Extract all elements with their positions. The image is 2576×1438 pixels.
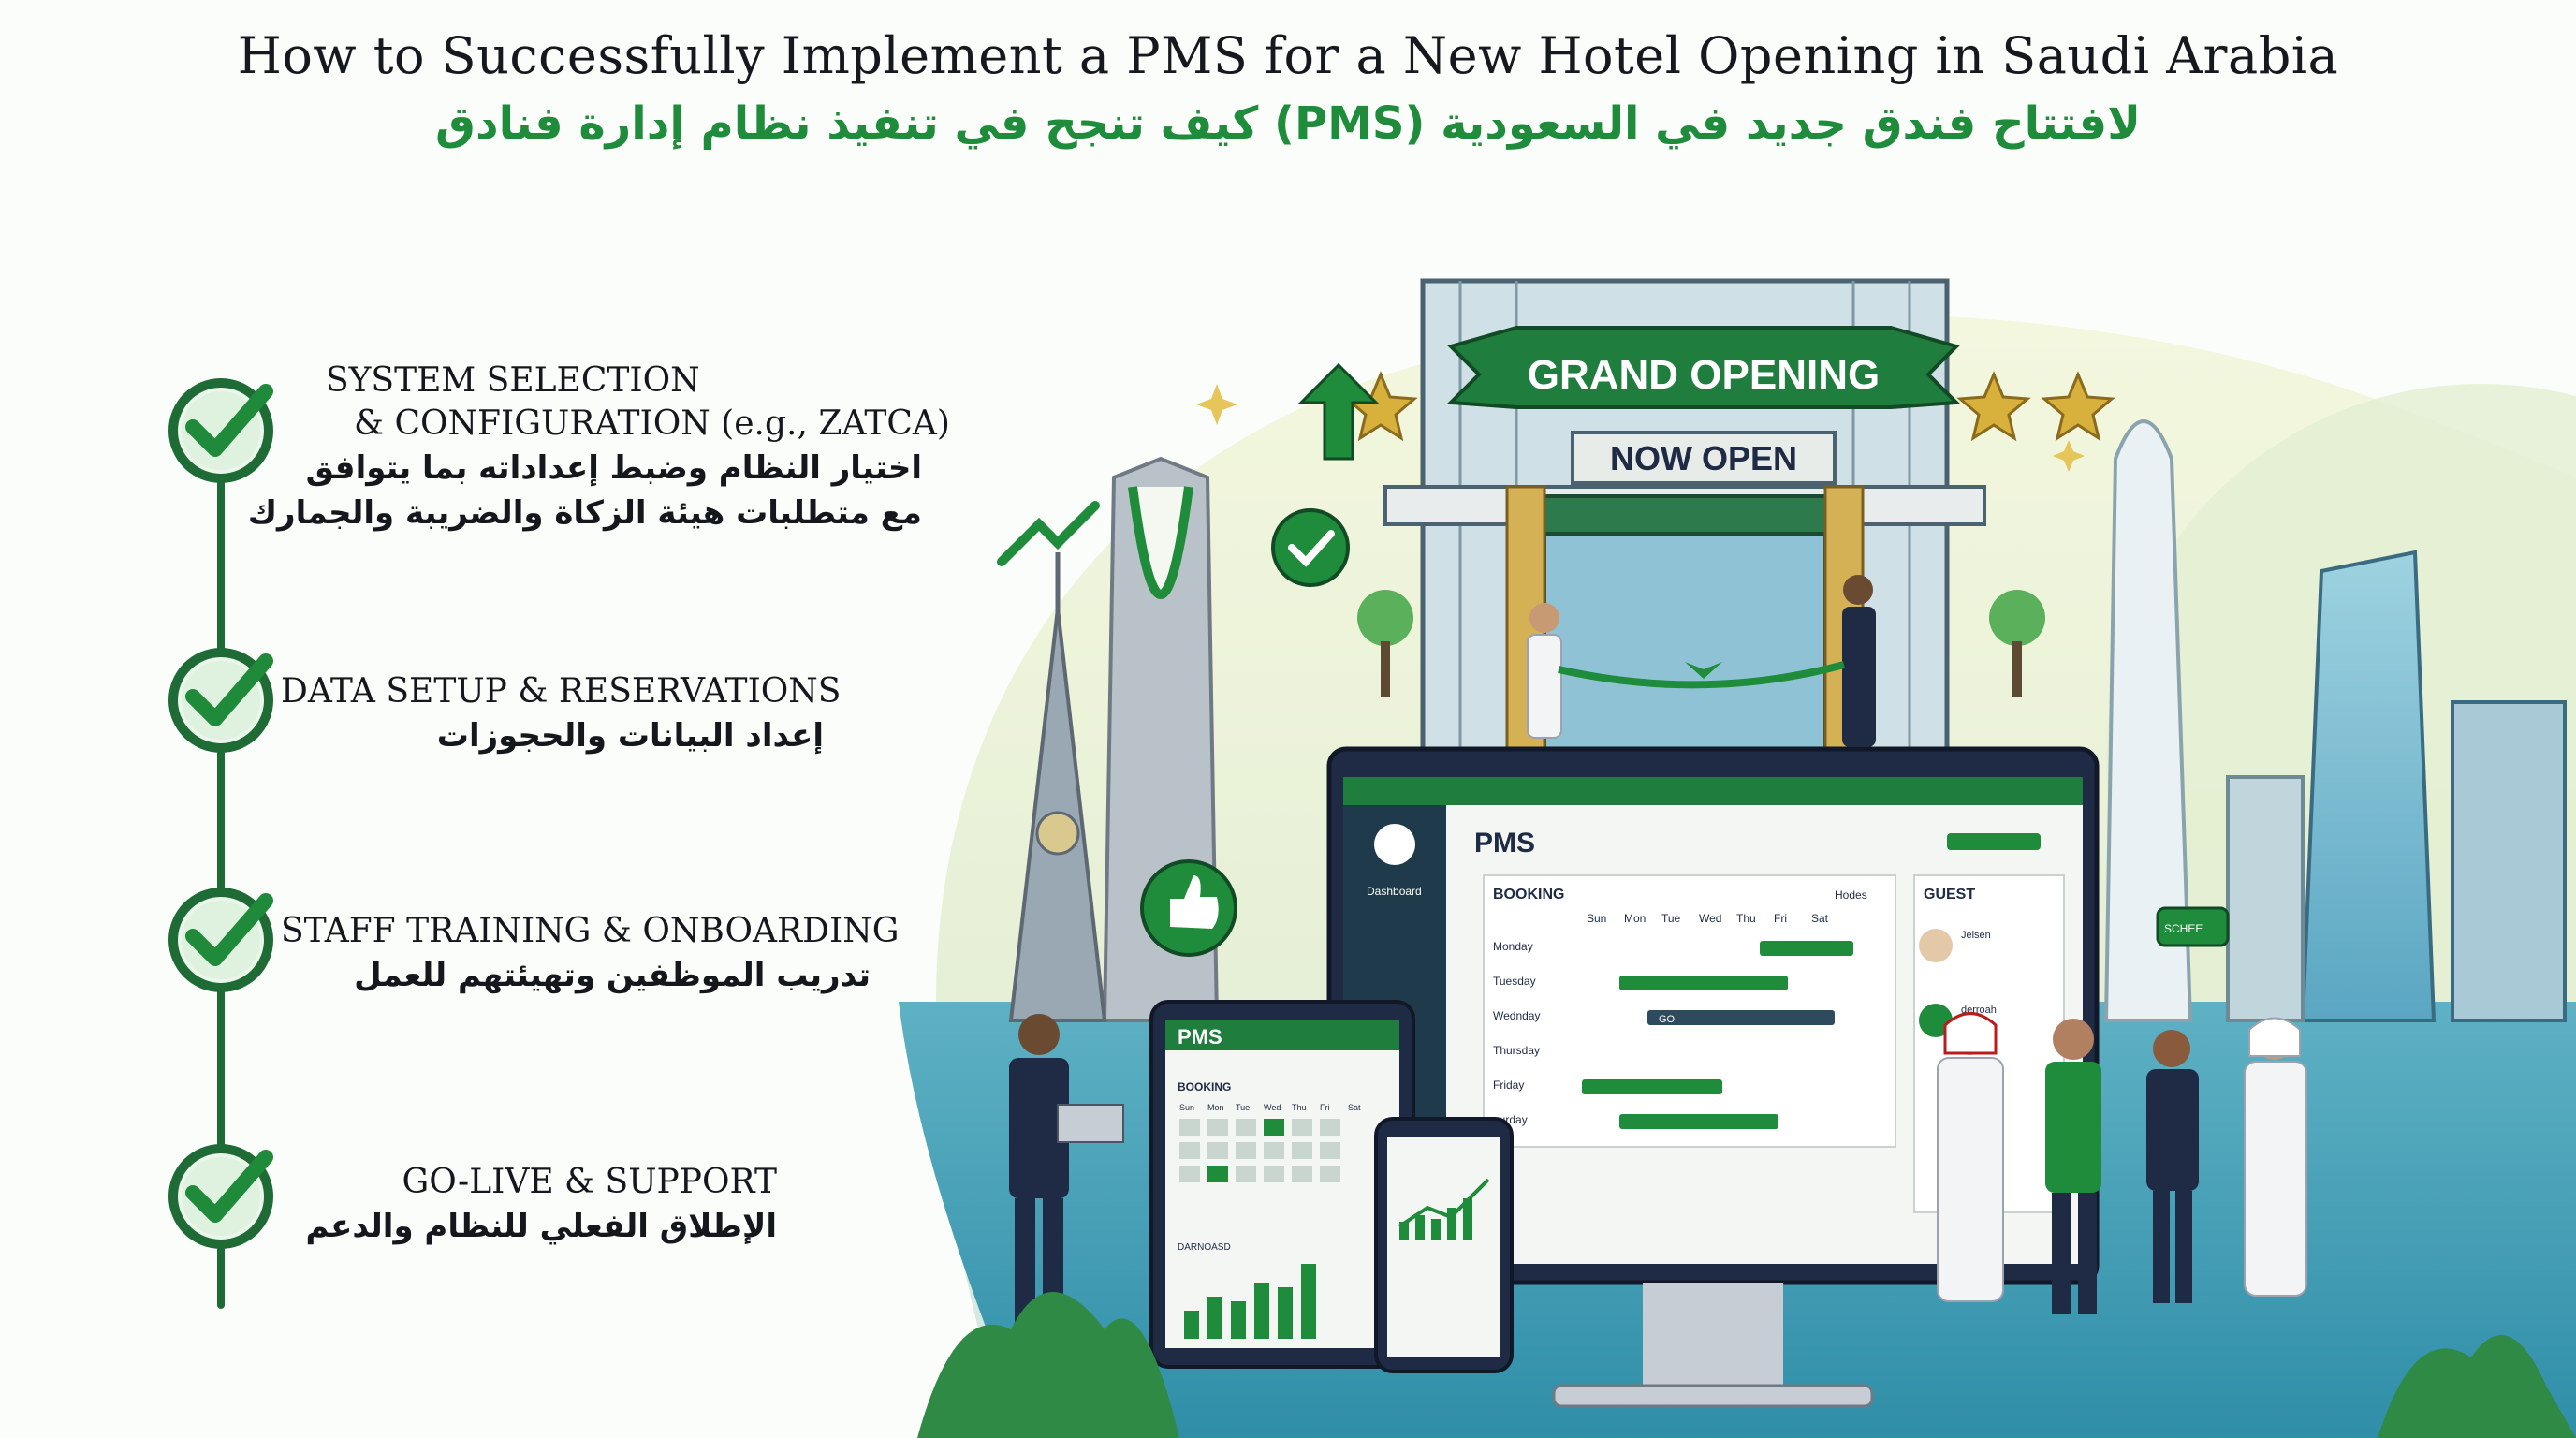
step-1-ar-line1: اختيار النظام وضبط إعداداته بما يتوافق — [305, 449, 922, 487]
svg-text:Thursday: Thursday — [1493, 1044, 1540, 1057]
booking-bar-label: GO — [1659, 1014, 1676, 1025]
guest-name: Jeisen — [1961, 930, 1991, 941]
svg-text:Sun: Sun — [1587, 912, 1606, 925]
step-1-en-line1: SYSTEM SELECTION — [326, 361, 700, 400]
monitor-row-labels: Monday Tuesday Wednday Thursday Friday a… — [1493, 940, 1540, 1126]
speech-bubble-text: SCHEE — [2164, 922, 2203, 935]
svg-text:Tuesday: Tuesday — [1493, 975, 1536, 988]
svg-text:Sun: Sun — [1179, 1103, 1194, 1112]
step-2-check-icon — [168, 648, 273, 753]
step-4-ar-line1: الإطلاق الفعلي للنظام والدعم — [305, 1208, 778, 1245]
svg-text:Fri: Fri — [1320, 1103, 1330, 1112]
monitor-days-header: Sun Mon Tue Wed Thu Fri Sat — [1587, 912, 1829, 925]
svg-text:Sat: Sat — [1348, 1103, 1361, 1112]
staff-people — [1009, 575, 2307, 1329]
svg-text:Tue: Tue — [1236, 1103, 1250, 1112]
step-2-text: DATA SETUP & RESERVATIONS إعداد البيانات… — [281, 670, 842, 758]
svg-text:Mon: Mon — [1208, 1103, 1224, 1112]
step-2-en-line1: DATA SETUP & RESERVATIONS — [281, 672, 842, 711]
step-2-ar-line1: إعداد البيانات والحجوزات — [436, 717, 824, 755]
step-4-check-icon — [168, 1144, 273, 1249]
banner-grand-opening: GRAND OPENING — [1528, 352, 1880, 398]
step-3-text: STAFF TRAINING & ONBOARDING تدريب الموظف… — [281, 910, 900, 998]
svg-text:Thu: Thu — [1736, 912, 1756, 925]
monitor-action-button[interactable] — [1947, 833, 2041, 850]
monitor-booking-control[interactable]: Hodes — [1835, 888, 1867, 902]
banner-now-open: NOW OPEN — [1610, 439, 1797, 477]
hotel-opening-illustration: GRAND OPENING NOW OPEN Dashboard PMS BOO… — [899, 278, 2576, 1438]
svg-text:Wed: Wed — [1699, 912, 1721, 925]
booking-bar[interactable] — [1647, 1010, 1835, 1025]
booking-bar[interactable] — [1760, 941, 1853, 956]
svg-text:Friday: Friday — [1493, 1078, 1524, 1092]
step-1-ar-line2: مع متطلبات هيئة الزكاة والضريبة والجمارك — [247, 494, 922, 532]
step-4-text: GO-LIVE & SUPPORT الإطلاق الفعلي للنظام … — [281, 1161, 778, 1249]
svg-text:Fri: Fri — [1774, 912, 1787, 925]
check-badge-icon — [1271, 508, 1350, 587]
svg-text:Monday: Monday — [1493, 940, 1533, 953]
tablet-booking-title: BOOKING — [1178, 1080, 1231, 1093]
growth-arrow-icon — [1297, 362, 1380, 461]
step-4-en-line1: GO-LIVE & SUPPORT — [402, 1163, 777, 1201]
monitor-booking-title: BOOKING — [1493, 887, 1564, 902]
sparkle-icon — [1196, 384, 1237, 425]
tablet-days-header: Sun Mon Tue Wed Thu Fri Sat — [1179, 1103, 1361, 1112]
svg-text:Mon: Mon — [1624, 912, 1646, 925]
svg-text:Sat: Sat — [1811, 912, 1829, 925]
tablet-app-title: PMS — [1178, 1025, 1222, 1049]
step-1-en-line2: & CONFIGURATION (e.g., ZATCA) — [354, 404, 950, 443]
monitor-app-title: PMS — [1474, 828, 1535, 858]
svg-text:Wed: Wed — [1264, 1103, 1281, 1112]
svg-text:Tue: Tue — [1661, 912, 1681, 925]
step-1-check-icon — [168, 378, 273, 483]
svg-text:Thu: Thu — [1292, 1103, 1307, 1112]
title-english: How to Successfully Implement a PMS for … — [237, 26, 2339, 85]
step-3-check-icon — [168, 888, 273, 992]
monitor-guest-title: GUEST — [1924, 887, 1975, 902]
booking-bar[interactable] — [1619, 1114, 1778, 1129]
speech-bubble-icon — [2156, 906, 2230, 947]
monitor-sidebar-dashboard[interactable]: Dashboard — [1367, 885, 1422, 898]
booking-bar[interactable] — [1582, 1079, 1722, 1094]
step-1-text: SYSTEM SELECTION & CONFIGURATION (e.g., … — [243, 360, 950, 536]
step-3-en-line1: STAFF TRAINING & ONBOARDING — [281, 912, 900, 950]
step-3-ar-line1: تدريب الموظفين وتهيئتهم للعمل — [354, 957, 871, 994]
booking-bar[interactable] — [1619, 976, 1788, 990]
trend-icon — [997, 501, 1100, 566]
tablet-dashboard-label: DARNOASD — [1178, 1242, 1231, 1253]
guest-avatar — [1919, 929, 1953, 962]
title-arabic: لافتتاح فندق جديد في السعودية (PMS) كيف … — [435, 97, 2141, 150]
timeline-line — [217, 440, 225, 1309]
svg-text:Wednday: Wednday — [1493, 1009, 1540, 1022]
